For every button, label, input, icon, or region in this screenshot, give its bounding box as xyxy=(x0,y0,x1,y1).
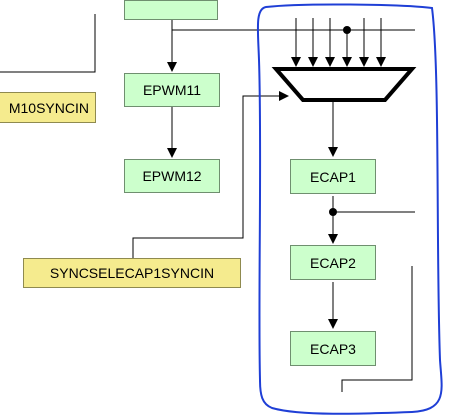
select-line xyxy=(132,91,289,258)
ecap1-block: ECAP1 xyxy=(290,159,376,194)
upper-left-frame-line xyxy=(0,14,96,73)
epwm10-output-box xyxy=(124,0,218,20)
highlight-annotation xyxy=(256,3,443,415)
mux-input-arrows xyxy=(291,18,386,67)
epwm-chain-wires xyxy=(167,18,415,158)
epwm11-block: EPWM11 xyxy=(124,73,220,107)
ecap2-block: ECAP2 xyxy=(290,245,376,280)
epwm12-block: EPWM12 xyxy=(124,159,220,193)
ecap-chain-wires xyxy=(328,101,415,329)
sync-mux xyxy=(271,67,417,102)
ecap-sync-out-line xyxy=(341,266,413,392)
syncsel-ecap1-syncin-select: SYNCSELECAP1SYNCIN xyxy=(23,258,241,288)
ecap3-block: ECAP3 xyxy=(290,331,376,366)
epwm10-syncin-select: M10SYNCIN xyxy=(0,92,96,123)
